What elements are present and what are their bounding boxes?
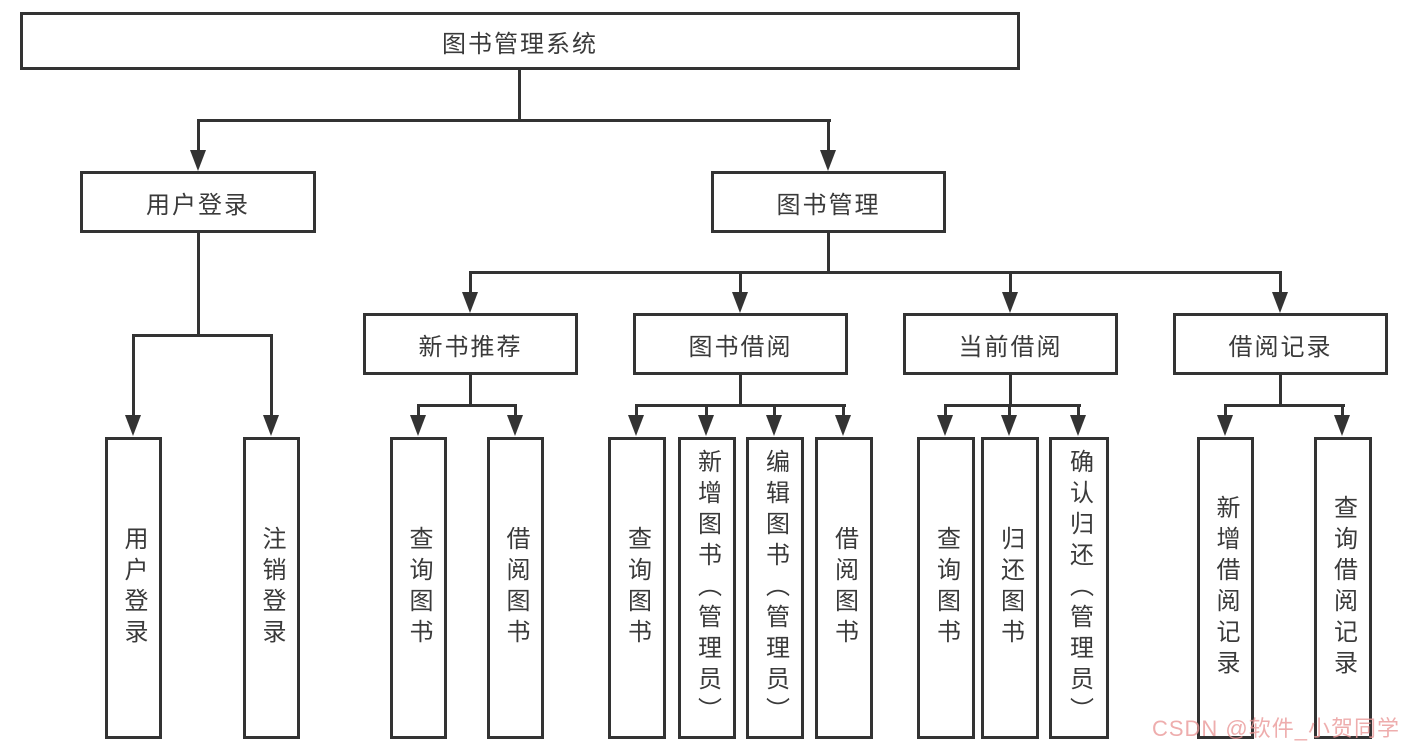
connector-line: [469, 271, 1282, 274]
arrow-down-icon: [628, 415, 644, 436]
node-new-book-recommend: 新书推荐: [363, 313, 578, 375]
arrow-down-icon: [937, 415, 953, 436]
leaf-edit-books-admin: 编辑图书（管理员）: [746, 437, 804, 739]
leaf-query-books: 查询图书: [608, 437, 666, 739]
connector-line: [842, 404, 845, 417]
connector-line: [636, 404, 846, 407]
node-current-borrowing: 当前借阅: [903, 313, 1118, 375]
connector-line: [705, 404, 708, 417]
arrow-down-icon: [1002, 292, 1018, 313]
leaf-user-login: 用户登录: [105, 437, 162, 739]
node-book-borrowing: 图书借阅: [633, 313, 848, 375]
connector-line: [197, 233, 200, 337]
connector-line: [944, 404, 1081, 407]
node-user-login: 用户登录: [80, 171, 316, 233]
connector-line: [1008, 404, 1011, 417]
arrow-down-icon: [732, 292, 748, 313]
node-book-management: 图书管理: [711, 171, 946, 233]
arrow-down-icon: [835, 415, 851, 436]
csdn-watermark: CSDN @软件_小贺同学: [1151, 716, 1400, 741]
arrow-down-icon: [1217, 415, 1233, 436]
connector-line: [1077, 404, 1080, 417]
arrow-down-icon: [698, 415, 714, 436]
connector-line: [417, 404, 420, 417]
connector-line: [739, 375, 742, 407]
connector-line: [1009, 271, 1012, 294]
leaf-logout: 注销登录: [243, 437, 300, 739]
connector-line: [1341, 404, 1344, 417]
leaf-add-books-admin: 新增图书（管理员）: [678, 437, 736, 739]
connector-line: [469, 271, 472, 294]
arrow-down-icon: [507, 415, 523, 436]
connector-line: [132, 334, 135, 416]
connector-line: [197, 119, 200, 151]
connector-line: [773, 404, 776, 417]
arrow-down-icon: [1334, 415, 1350, 436]
leaf-borrow-books: 借阅图书: [815, 437, 873, 739]
connector-line: [469, 375, 472, 407]
node-library-system: 图书管理系统: [20, 12, 1020, 70]
arrow-down-icon: [1272, 292, 1288, 313]
connector-line: [1009, 375, 1012, 407]
connector-line: [417, 404, 517, 407]
connector-line: [827, 233, 830, 274]
node-borrow-records: 借阅记录: [1173, 313, 1388, 375]
connector-line: [132, 334, 273, 337]
connector-line: [1279, 271, 1282, 294]
arrow-down-icon: [462, 292, 478, 313]
arrow-down-icon: [820, 150, 836, 171]
connector-line: [197, 119, 831, 122]
connector-line: [1224, 404, 1227, 417]
leaf-query-books: 查询图书: [390, 437, 447, 739]
arrow-down-icon: [263, 415, 279, 436]
connector-line: [827, 119, 830, 151]
connector-line: [739, 271, 742, 294]
connector-line: [635, 404, 638, 417]
arrow-down-icon: [190, 150, 206, 171]
leaf-return-books: 归还图书: [981, 437, 1039, 739]
connector-line: [518, 70, 521, 122]
arrow-down-icon: [1070, 415, 1086, 436]
arrow-down-icon: [1001, 415, 1017, 436]
connector-line: [1279, 375, 1282, 407]
connector-line: [270, 334, 273, 416]
connector-line: [1224, 404, 1345, 407]
leaf-query-books: 查询图书: [917, 437, 975, 739]
leaf-add-borrow-record: 新增借阅记录: [1197, 437, 1254, 739]
arrow-down-icon: [766, 415, 782, 436]
leaf-query-borrow-record: 查询借阅记录: [1314, 437, 1372, 739]
connector-line: [514, 404, 517, 417]
arrow-down-icon: [410, 415, 426, 436]
arrow-down-icon: [125, 415, 141, 436]
leaf-confirm-return-admin: 确认归还（管理员）: [1049, 437, 1109, 739]
leaf-borrow-books: 借阅图书: [487, 437, 544, 739]
connector-line: [944, 404, 947, 417]
